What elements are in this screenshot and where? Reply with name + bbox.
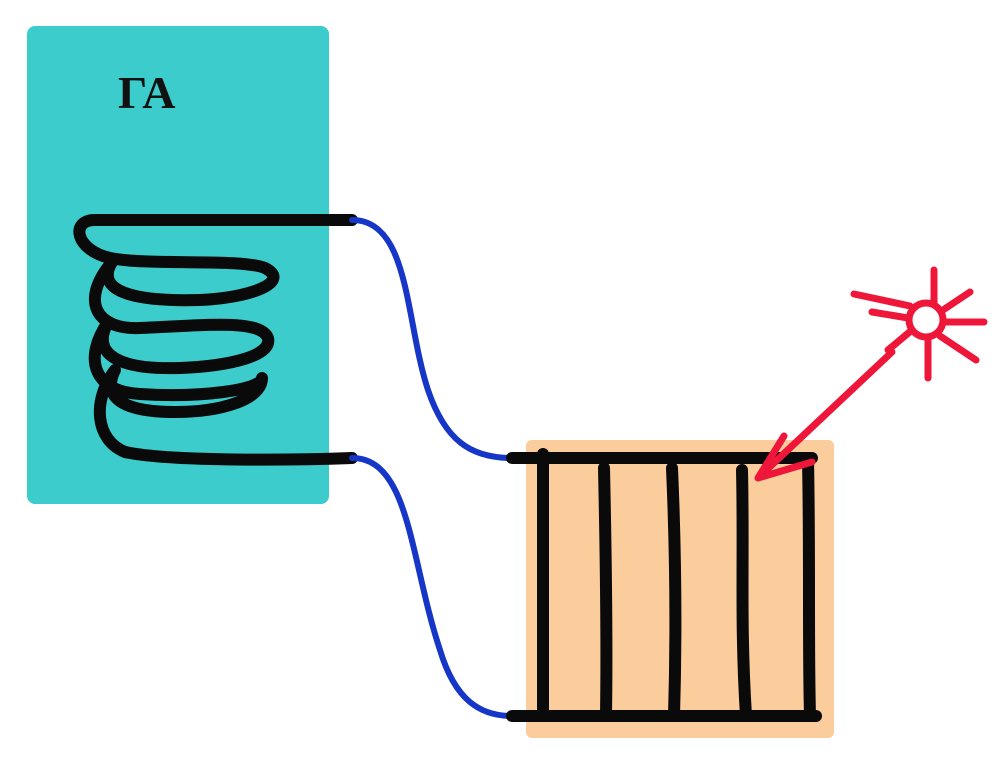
radiator-fin-5 — [802, 454, 816, 722]
heat-unit-label: ГА — [118, 67, 175, 118]
radiator-fin-4 — [736, 464, 752, 722]
radiator-icon — [506, 440, 834, 738]
arrow-icon — [754, 348, 896, 482]
radiator-fin-2 — [598, 462, 613, 722]
pipes — [349, 217, 515, 719]
sun-icon — [754, 266, 988, 482]
supply-pipe — [349, 217, 515, 461]
return-pipe — [349, 455, 515, 719]
heat-exchanger-coil-icon — [73, 214, 358, 466]
radiator-fin-3 — [666, 462, 682, 722]
sun-rays — [850, 266, 988, 382]
